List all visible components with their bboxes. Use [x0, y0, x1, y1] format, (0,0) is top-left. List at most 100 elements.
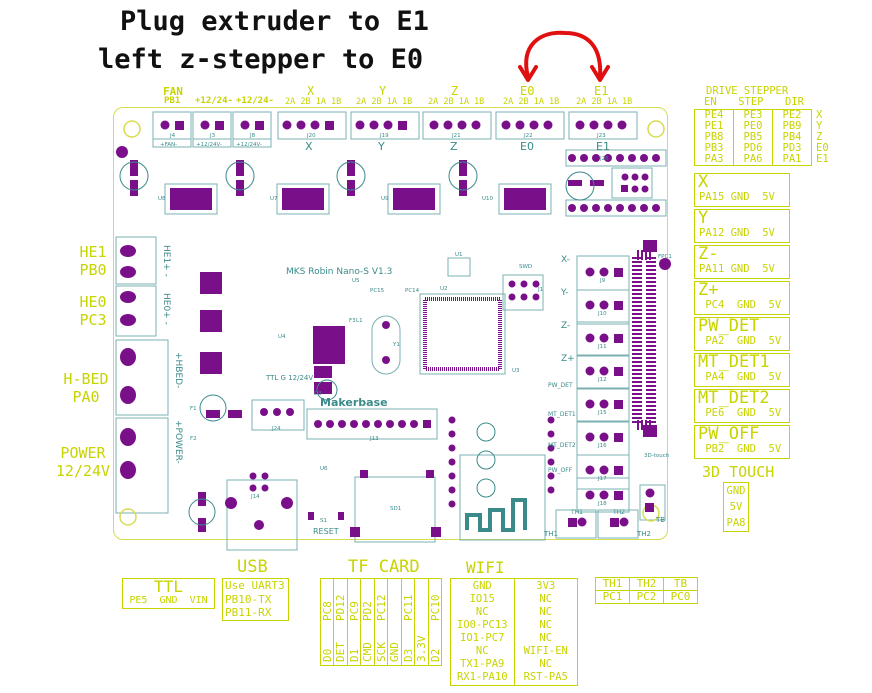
svg-text:J21: J21 [451, 133, 461, 139]
wifi-pin: NC [475, 645, 489, 657]
tb-pin: PC0 [663, 590, 698, 604]
svg-text:J13: J13 [369, 436, 379, 442]
svg-text:U2: U2 [440, 286, 448, 292]
th1-pin: PC1 [595, 590, 630, 604]
header-step: STEP [738, 96, 764, 108]
j19-housing [350, 111, 420, 140]
svg-text:J8: J8 [249, 133, 256, 139]
svg-text:PC14: PC14 [405, 288, 420, 294]
tfcard-pin-top: PC11 [401, 594, 415, 622]
endstop-x-box: X PA15 GND 5V [694, 173, 790, 207]
header-dir: DIR [785, 96, 804, 108]
mount-hole-tr [647, 120, 665, 138]
svg-text:F2: F2 [190, 436, 197, 442]
en-z: PB8 [704, 131, 724, 143]
tfcard-pin-bottom: D2 [428, 648, 442, 662]
j23-housing [568, 111, 638, 140]
wifi-pin: NC [539, 632, 553, 644]
he0-name: HE0 [79, 293, 107, 311]
endstop-zmax-box: Z+ PC4 GND 5V [694, 281, 790, 315]
wifi-antenna-trace [465, 498, 527, 532]
svg-text:MT_DET2: MT_DET2 [548, 442, 576, 449]
svg-text:J26: J26 [599, 156, 609, 162]
pw-off-box: PW_OFF PB2 GND 5V [694, 425, 790, 459]
tfcard-pin-bottom: GND [388, 642, 402, 662]
drive-stepper-headers: EN STEP DIR [704, 97, 804, 108]
svg-text:E0: E0 [520, 140, 534, 153]
svg-text:TH1: TH1 [543, 530, 558, 538]
touch3d-pin-5v: 5V [729, 501, 743, 513]
tfcard-pin-bottom: D1 [347, 648, 361, 662]
svg-text:X-: X- [561, 255, 570, 265]
hbed-label: H-BED PA0 [55, 370, 117, 406]
svg-text:U5: U5 [352, 278, 360, 284]
j21-housing [422, 111, 492, 140]
en-e0: PB3 [704, 142, 724, 154]
tfcard-column: 3.3V [415, 579, 429, 665]
reset-label: RESET [313, 527, 339, 536]
svg-text:Y: Y [377, 140, 385, 153]
svg-text:U10: U10 [482, 196, 494, 202]
svg-text:U7: U7 [270, 196, 278, 202]
svg-text:X: X [305, 140, 313, 153]
wifi-title: WIFI [466, 558, 505, 577]
svg-text:J12: J12 [597, 377, 607, 383]
header-en: EN [704, 96, 717, 108]
svg-text:SWD: SWD [519, 264, 532, 270]
dir-e0: PD3 [782, 142, 802, 154]
wifi-pin: NC [539, 658, 553, 670]
svg-text:J24: J24 [271, 426, 281, 432]
endstop-zmin-pins: PA11 GND 5V [699, 263, 775, 275]
touch3d-title: 3D TOUCH [702, 463, 775, 481]
svg-text:+12/24V-: +12/24V- [236, 142, 262, 148]
svg-text:MT_DET1: MT_DET1 [548, 411, 576, 418]
svg-text:U6: U6 [320, 466, 328, 472]
y-motor-pins: 2A 2B 1A 1B [356, 97, 413, 107]
endstop-zmin-box: Z- PA11 GND 5V [694, 245, 790, 279]
x-motor-pins: 2A 2B 1A 1B [285, 97, 342, 107]
e0-motor-label: E0 [520, 84, 535, 98]
svg-text:U3: U3 [512, 368, 520, 374]
endstop-zmax-title: Z+ [698, 280, 719, 300]
en-column: PE4 PE1 PB8 PB3 PA3 [695, 110, 734, 165]
svg-text:TB: TB [655, 516, 665, 524]
usb-box: Use UART3 PB10-TX PB11-RX [222, 578, 289, 621]
axis-column: X Y Z E0 E1 [816, 110, 829, 165]
mt-det2-pins: PE6 GND 5V [699, 407, 782, 419]
svg-text:HE0+ -: HE0+ - [161, 293, 171, 325]
tfcard-column: GND [388, 579, 402, 665]
dir-x: PE2 [782, 109, 802, 121]
axis-x: X [816, 109, 823, 121]
touch3d-pin-pa8: PA8 [726, 517, 746, 529]
pw-det-title: PW_DET [698, 316, 760, 336]
thermistor-table: TH1 TH2 TB PC1 PC2 PC0 [595, 577, 698, 604]
en-x: PE4 [704, 109, 724, 121]
endstop-x-title: X [698, 172, 709, 192]
svg-text:J9: J9 [599, 278, 606, 284]
wifi-right-column: 3V3 NC NC NC NC WIFI-EN NC RST-PA5 [515, 579, 578, 685]
pw-det-box: PW_DET PA2 GND 5V [694, 317, 790, 351]
step-y: PE0 [743, 120, 763, 132]
e1-motor-pins: 2A 2B 1A 1B [576, 97, 633, 107]
step-column: PE3 PE0 PB5 PD6 PA6 [734, 110, 773, 165]
dir-z: PB4 [782, 131, 802, 143]
hbed-pin: PA0 [72, 388, 100, 406]
tfcard-title: TF CARD [348, 557, 420, 577]
svg-text:J17: J17 [597, 476, 607, 482]
svg-text:J3: J3 [209, 133, 216, 139]
z-motor-pins: 2A 2B 1A 1B [428, 97, 485, 107]
usb-line-2: PB10-TX [225, 592, 272, 606]
svg-text:PC15: PC15 [370, 288, 385, 294]
tfcard-pin-bottom: SCK [374, 642, 388, 662]
endstop-zmax-pins: PC4 GND 5V [699, 299, 782, 311]
power-name: POWER [60, 444, 106, 462]
tb-header: TB [663, 577, 698, 591]
swap-arrow-icon [518, 30, 610, 82]
fan-label: FAN [163, 85, 183, 98]
svg-text:+12/24V-: +12/24V- [196, 142, 222, 148]
mt-det1-box: MT_DET1 PA4 GND 5V [694, 353, 790, 387]
